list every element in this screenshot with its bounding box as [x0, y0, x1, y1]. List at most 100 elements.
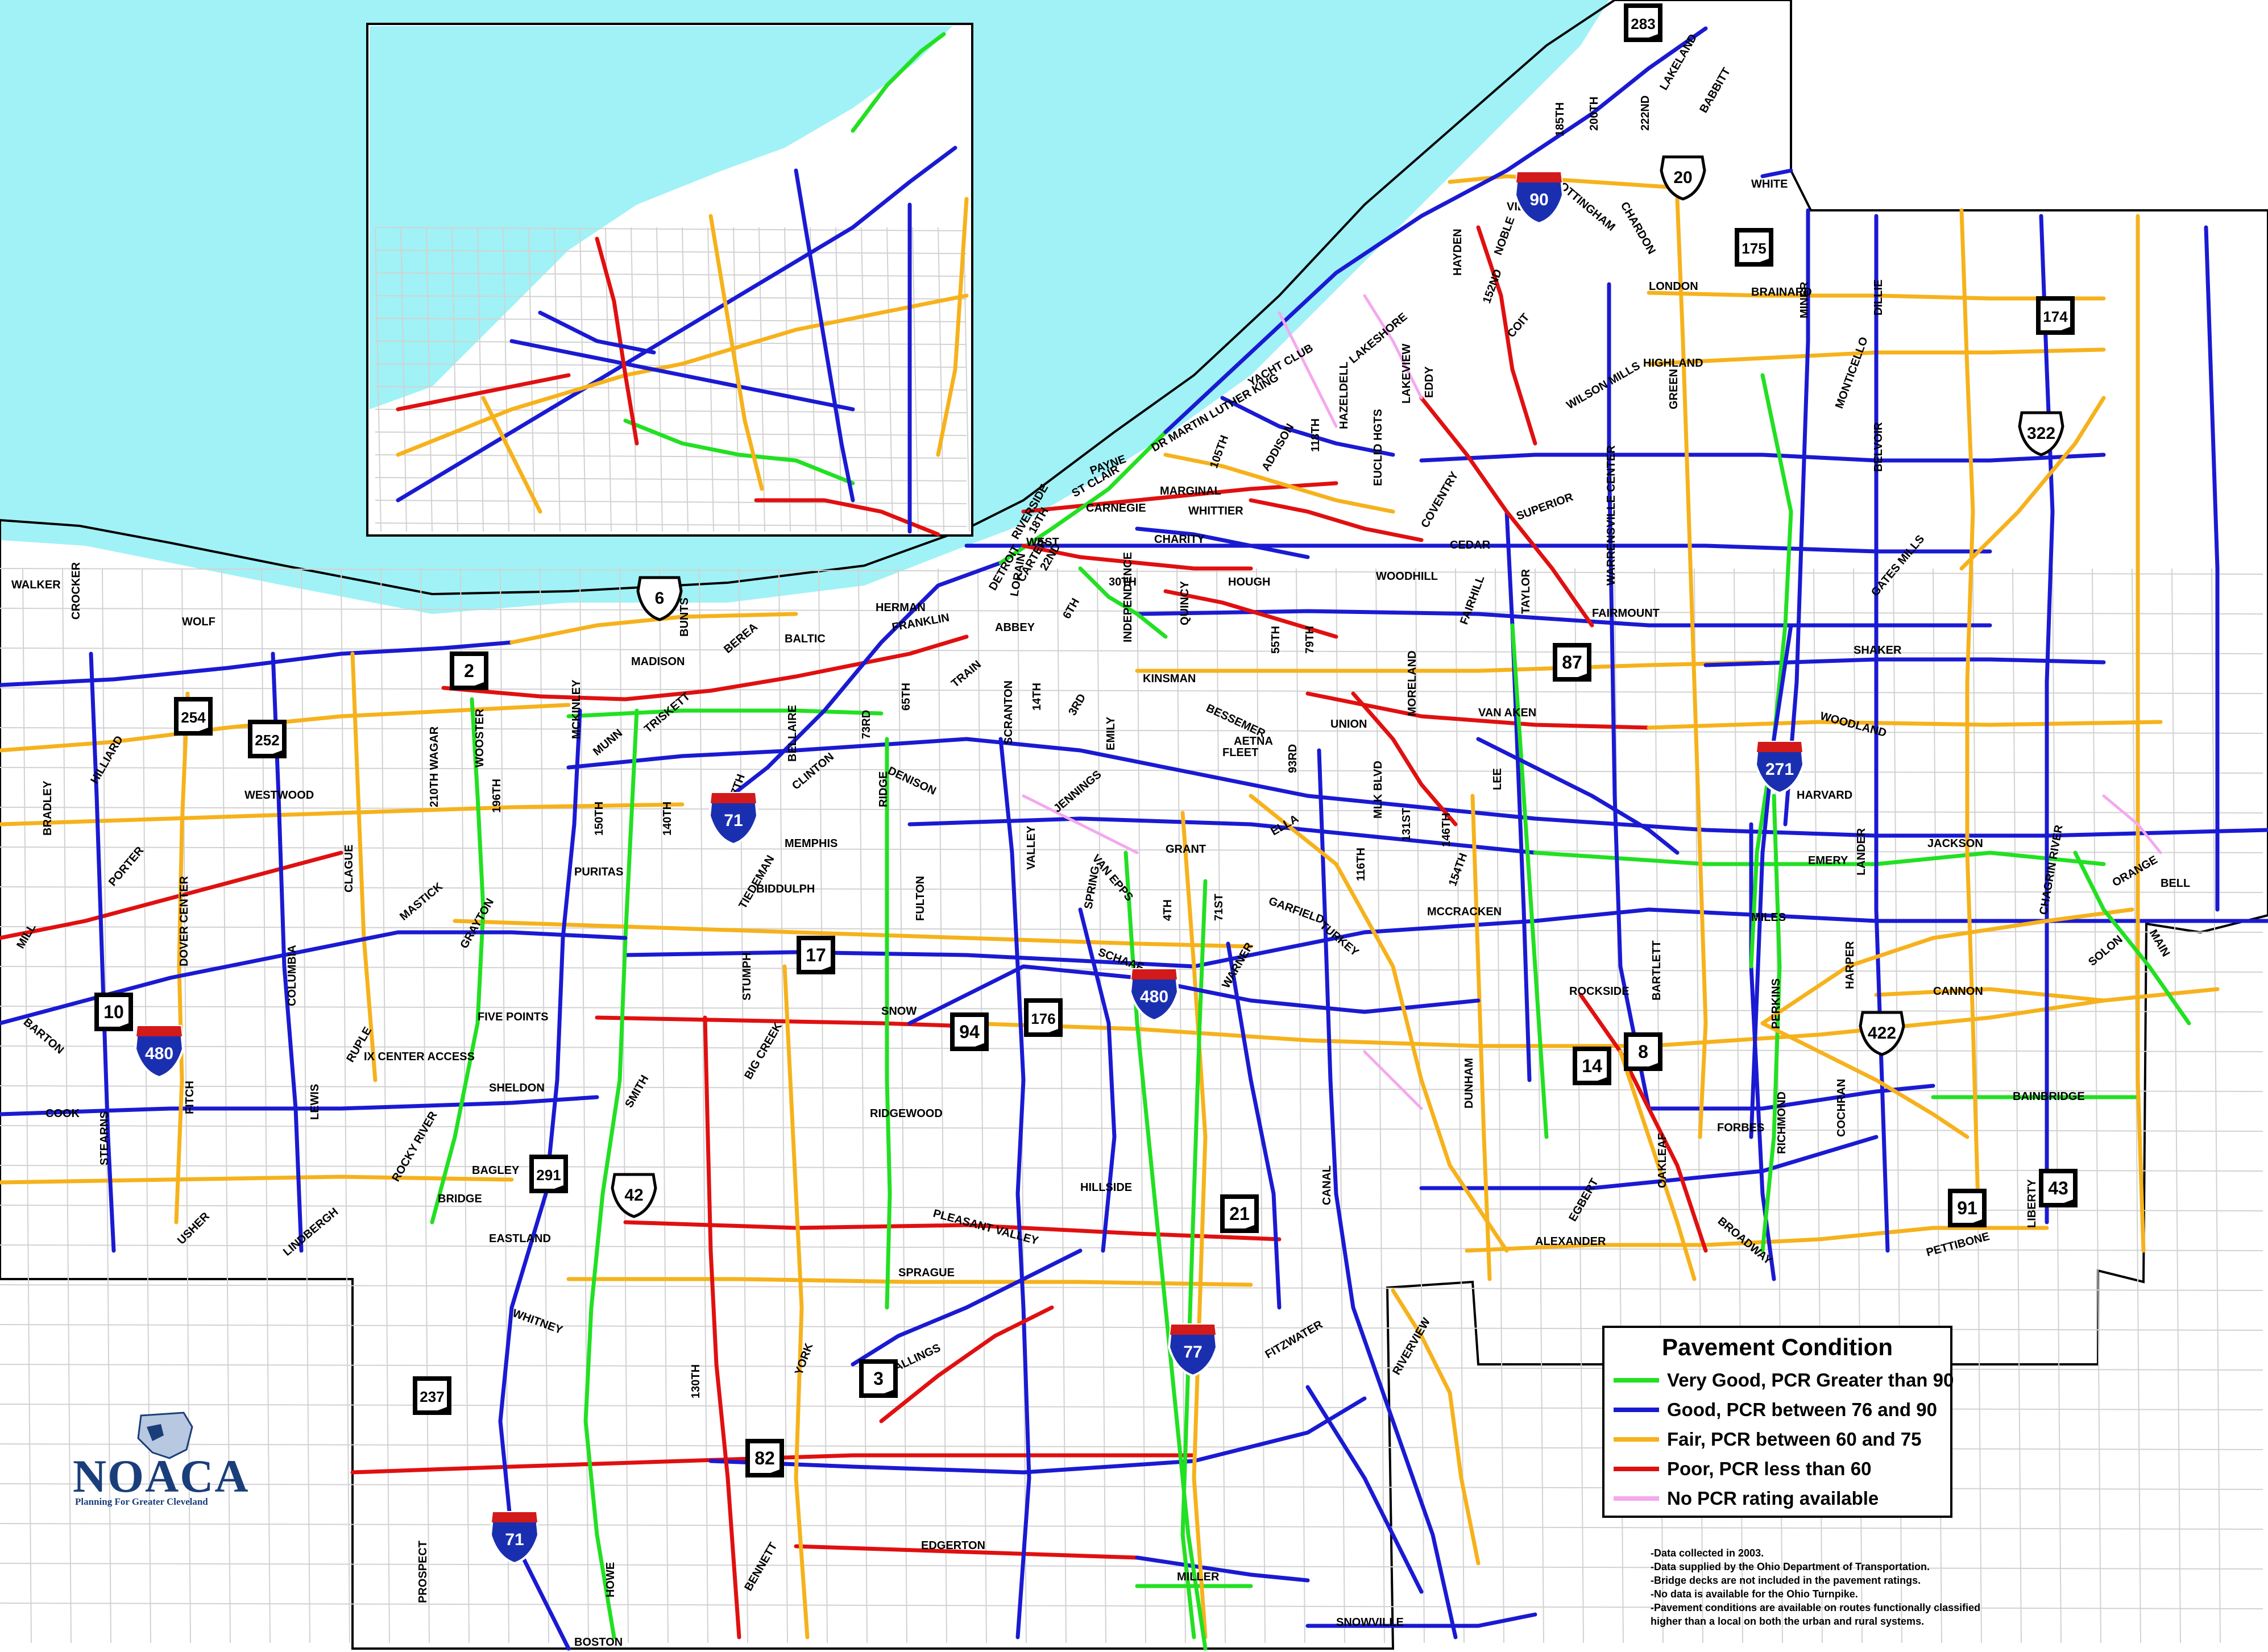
road-label: EUCLID HGTS: [1372, 409, 1384, 486]
rated-route: [1163, 26, 1708, 434]
road-label: FULTON: [914, 876, 927, 921]
road-label: 185TH: [1554, 102, 1566, 136]
legend-label: Fair, PCR between 60 and 75: [1667, 1429, 1922, 1450]
road-label: MORELAND: [1406, 650, 1419, 716]
note-line: -Pavement conditions are available on ro…: [1651, 1602, 1981, 1613]
local-street: [375, 272, 967, 277]
rated-route: [1135, 526, 1310, 559]
rated-route: [703, 1015, 741, 1639]
road-label: PERKINS: [1770, 978, 1782, 1029]
svg-text:237: 237: [420, 1388, 444, 1405]
rated-route: [623, 418, 855, 485]
local-street: [2092, 568, 2101, 1643]
interstate-shield: 271: [1754, 741, 1805, 795]
rated-route: [708, 1396, 1367, 1475]
road-label: SHELDON: [489, 1082, 545, 1094]
rated-route: [396, 373, 571, 412]
road-label: BOSTON: [574, 1636, 623, 1649]
rated-route: [1249, 498, 1424, 542]
local-street: [375, 227, 382, 532]
rated-route: [2204, 225, 2220, 912]
legend-label: No PCR rating available: [1667, 1488, 1879, 1509]
local-street: [784, 227, 791, 532]
road-label: CLAGUE: [343, 845, 355, 893]
road-label: FITCH: [184, 1081, 196, 1114]
rated-route: [964, 998, 2106, 1048]
road-label: MEMPHIS: [785, 837, 837, 850]
inset-lake: [370, 26, 952, 409]
road-label: STUMPH: [741, 953, 753, 1001]
svg-text:174: 174: [2043, 308, 2068, 325]
local-street: [500, 568, 509, 1643]
state-route-shield: 43: [2039, 1169, 2078, 1207]
rated-route: [1135, 1555, 1310, 1583]
road-label: VAN AKEN: [1478, 707, 1536, 719]
road-label: BELLAIRE: [786, 705, 799, 762]
local-street: [0, 1603, 2263, 1609]
road-label: SNOWVILLE: [1336, 1616, 1404, 1629]
local-street: [758, 227, 765, 532]
rated-route: [879, 1305, 1054, 1423]
road-label: CEDAR: [1450, 539, 1491, 551]
road-label: EDDY: [1423, 366, 1436, 398]
road-label: SCRANTON: [1002, 680, 1015, 745]
rated-route: [509, 612, 798, 645]
local-street: [0, 1125, 2263, 1132]
road-label: 93RD: [1287, 744, 1299, 773]
rated-route: [0, 802, 685, 827]
local-street: [375, 522, 967, 527]
us-route-shield: 322: [2018, 411, 2064, 456]
state-route-shield: 82: [745, 1439, 784, 1477]
rated-route: [430, 697, 486, 1225]
road-label: 30TH: [1109, 576, 1137, 588]
local-street: [2132, 568, 2141, 1643]
local-street: [528, 227, 535, 532]
road-label: HOWE: [604, 1562, 617, 1597]
local-street: [375, 409, 967, 413]
road-label: JACKSON: [1927, 837, 1983, 850]
note-line: -Bridge decks are not included in the pa…: [1651, 1575, 1921, 1586]
local-street: [0, 568, 2263, 575]
note-line: -Data collected in 2003.: [1651, 1547, 1764, 1559]
road-label: PROSPECT: [417, 1541, 429, 1603]
route-shields: 9027171480480777162032242242283175174225…: [94, 3, 2078, 1565]
svg-text:87: 87: [1562, 652, 1582, 673]
local-street: [1296, 568, 1305, 1643]
svg-text:71: 71: [724, 811, 743, 830]
road-label: HARPER: [1844, 941, 1856, 989]
svg-text:17: 17: [806, 945, 826, 965]
logo-name: NOACA: [73, 1450, 250, 1502]
road-label: DUNHAM: [1463, 1058, 1475, 1109]
state-route-shield: 94: [950, 1012, 989, 1051]
rated-route: [538, 310, 656, 355]
road-label: 79TH: [1304, 626, 1316, 654]
rated-route: [1163, 453, 1395, 514]
road-label: 4TH: [1162, 899, 1174, 921]
legend-swatch-poor: [1614, 1467, 1659, 1471]
local-street: [375, 250, 967, 254]
rated-route: [1391, 1288, 1481, 1566]
us-route-shield: 42: [611, 1173, 657, 1218]
rated-route: [1760, 907, 2134, 1026]
legend-label: Very Good, PCR Greater than 90: [1667, 1369, 1954, 1390]
local-street: [375, 431, 967, 436]
road-label: HARVARD: [1797, 789, 1852, 802]
road-label: MCKINLEY: [570, 679, 583, 739]
rated-route: [1959, 208, 1981, 1225]
road-label: WOODHILL: [1376, 570, 1438, 583]
road-label: MLK BLVD: [1372, 761, 1384, 819]
rated-route: [1874, 214, 1890, 1253]
interstate-shield: 480: [1129, 968, 1180, 1022]
road-label: FORBES: [1717, 1122, 1764, 1134]
logo-tagline: Planning For Greater Cleveland: [75, 1496, 208, 1507]
local-street: [375, 386, 967, 391]
svg-text:422: 422: [1868, 1024, 1896, 1043]
road-label: MCCRACKEN: [1427, 906, 1502, 918]
local-street: [375, 341, 967, 345]
local-street: [375, 500, 967, 504]
svg-text:283: 283: [1631, 15, 1655, 32]
road-label: 150TH: [593, 802, 606, 836]
svg-text:94: 94: [959, 1022, 980, 1042]
state-route-shield: 21: [1220, 1194, 1259, 1233]
road-label: WARRENSVILLE CENTER: [1605, 445, 1618, 586]
